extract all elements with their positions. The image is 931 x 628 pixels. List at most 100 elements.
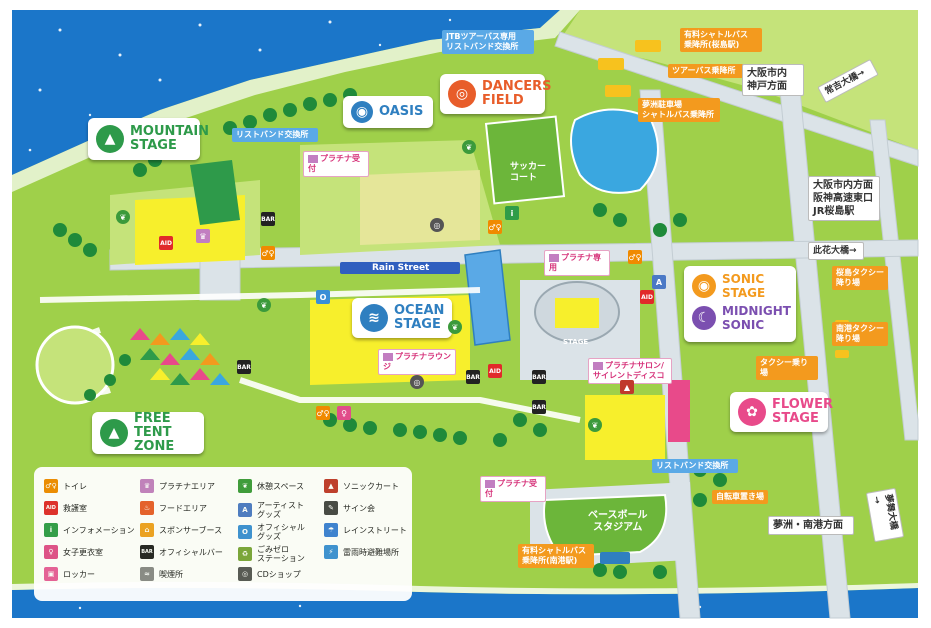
toilet-icon[interactable]: ♂♀ bbox=[628, 250, 642, 264]
oasis-label: OASIS bbox=[379, 104, 424, 119]
midnight-sonic-label: MIDNIGHT SONIC bbox=[722, 304, 791, 332]
sonic-stage-row[interactable]: ◉ SONIC STAGE bbox=[692, 272, 765, 300]
legend-label: ソニックカート bbox=[343, 481, 399, 491]
legend-label: アーティスト グッズ bbox=[257, 501, 305, 519]
legend-label: レインストリート bbox=[343, 525, 407, 535]
cd-shop-icon: ◎ bbox=[238, 567, 252, 581]
legend-label: 救護室 bbox=[63, 503, 87, 513]
legend-item: ⌂スポンサーブース bbox=[140, 523, 222, 537]
rest-space-icon[interactable]: ❦ bbox=[462, 140, 476, 154]
sonic-stage-label: SONIC STAGE bbox=[722, 272, 766, 300]
cd-shop-icon[interactable]: ◎ bbox=[430, 218, 444, 232]
legend-label: 休憩スペース bbox=[257, 481, 305, 491]
locker-icon: ▣ bbox=[44, 567, 58, 581]
legend-label: オフィシャルバー bbox=[159, 547, 223, 557]
legend-item: ☂レインストリート bbox=[324, 523, 407, 537]
mountain-stage-logo-icon: ▲ bbox=[96, 125, 124, 153]
midnight-sonic-row[interactable]: ☾ MIDNIGHT SONIC bbox=[692, 304, 791, 332]
sonic-inner-stage-label: STAGE bbox=[563, 338, 589, 346]
first-aid-icon[interactable]: AID bbox=[488, 364, 502, 378]
oasis-badge[interactable]: ◉ OASIS bbox=[343, 96, 433, 128]
free-tent-zone-badge[interactable]: ▲ FREE TENT ZONE bbox=[92, 412, 204, 454]
yumeshima-parking-label: 夢洲駐車場 シャトルバス乗降所 bbox=[638, 98, 720, 122]
mountain-stage-structure bbox=[190, 160, 240, 225]
dancers-field-logo-icon: ◎ bbox=[448, 80, 476, 108]
first-aid-icon[interactable]: AID bbox=[159, 236, 173, 250]
changing-room-icon[interactable]: ♀ bbox=[337, 406, 351, 420]
official-goods-icon[interactable]: O bbox=[316, 290, 330, 304]
soccer-court-label: サッカー コート bbox=[510, 162, 547, 183]
shelter-icon: ⚡ bbox=[324, 545, 338, 559]
mountain-stage-badge[interactable]: ▲ MOUNTAIN STAGE bbox=[88, 118, 209, 160]
legend-label: サイン会 bbox=[343, 503, 375, 513]
dancers-field-label: DANCERS FIELD bbox=[482, 79, 552, 108]
toilet-icon[interactable]: ♂♀ bbox=[488, 220, 502, 234]
platinum-area-icon bbox=[593, 361, 603, 370]
official-bar-text: BAR bbox=[532, 403, 546, 411]
sonic-cart-icon[interactable]: ▲ bbox=[620, 380, 634, 394]
official-bar-text: BAR bbox=[532, 373, 546, 381]
food-area-icon: ♨ bbox=[140, 501, 154, 515]
konohana-bridge-label: 此花大橋→ bbox=[808, 242, 864, 260]
platinum-salon-text: プラチナサロン/ サイレントディスコ bbox=[593, 361, 665, 380]
ocean-stage-logo-icon: ≋ bbox=[360, 304, 388, 332]
official-bar-icon[interactable]: BAR bbox=[532, 400, 546, 414]
legend-label: トイレ bbox=[63, 481, 87, 491]
sonic-midnight-badge[interactable]: ◉ SONIC STAGE ☾ MIDNIGHT SONIC bbox=[684, 266, 796, 342]
official-bar-icon[interactable]: BAR bbox=[466, 370, 480, 384]
first-aid-icon: AID bbox=[44, 501, 58, 515]
platinum-area-icon bbox=[549, 253, 559, 262]
smoking-icon: ≈ bbox=[140, 567, 154, 581]
platinum-reception-label-1: プラチナ受付 bbox=[303, 151, 369, 177]
information-icon[interactable]: i bbox=[505, 206, 519, 220]
rain-street-label: Rain Street bbox=[372, 263, 430, 273]
baseball-stadium-field bbox=[543, 493, 668, 558]
official-bar-icon[interactable]: BAR bbox=[532, 370, 546, 384]
legend-item: ▲ ソニックカート bbox=[324, 479, 399, 493]
free-tent-zone-label: FREE TENT ZONE bbox=[134, 411, 175, 454]
platinum-area-icon bbox=[308, 154, 318, 163]
sonic-stage-logo-icon: ◉ bbox=[692, 274, 716, 298]
official-bar-icon[interactable]: BAR bbox=[237, 360, 251, 374]
official-bar-icon: BAR bbox=[140, 545, 154, 559]
mountain-stage-label: MOUNTAIN STAGE bbox=[130, 124, 210, 153]
sonic-cart-icon: ▲ bbox=[324, 479, 338, 493]
legend-label: スポンサーブース bbox=[159, 525, 223, 535]
legend-label: インフォメーション bbox=[63, 525, 135, 535]
rest-space-icon[interactable]: ❦ bbox=[257, 298, 271, 312]
road-east-2 bbox=[869, 119, 919, 441]
rest-space-icon[interactable]: ❦ bbox=[588, 418, 602, 432]
platinum-reception-label-2: プラチナ受付 bbox=[480, 476, 546, 502]
official-bar-icon[interactable]: BAR bbox=[261, 212, 275, 226]
legend-label: ごみゼロ ステーション bbox=[257, 545, 305, 563]
legend-label: 女子更衣室 bbox=[63, 547, 103, 557]
platinum-area-icon[interactable]: ♛ bbox=[196, 229, 210, 243]
flower-stage-structure bbox=[668, 380, 690, 442]
sakurajima-taxi-label: 桜島タクシー 降り場 bbox=[832, 266, 888, 290]
cd-shop-icon[interactable]: ◎ bbox=[410, 375, 424, 389]
toilet-icon[interactable]: ♂♀ bbox=[261, 246, 275, 260]
legend-label: ロッカー bbox=[63, 569, 95, 579]
legend-item: AID 救護室 bbox=[44, 501, 87, 515]
rest-space-icon[interactable]: ❦ bbox=[116, 210, 130, 224]
legend-item: ♻ごみゼロ ステーション bbox=[238, 545, 305, 563]
legend-item: ♛プラチナエリア bbox=[140, 479, 215, 493]
soccer-field bbox=[484, 115, 566, 205]
legend-item: ♀女子更衣室 bbox=[44, 545, 103, 559]
toilet-icon[interactable]: ♂♀ bbox=[316, 406, 330, 420]
wristband-exchange-label-2: リストバンド交換所 bbox=[652, 459, 738, 473]
dancers-field-badge[interactable]: ◎ DANCERS FIELD bbox=[440, 74, 552, 114]
ocean-stage-badge[interactable]: ≋ OCEAN STAGE bbox=[352, 298, 452, 338]
tourbus-label: ツアーバス乗降所 bbox=[668, 64, 744, 78]
platinum-lounge-label: プラチナラウンジ bbox=[378, 349, 456, 375]
flower-stage-badge[interactable]: ✿ FLOWER STAGE bbox=[730, 392, 833, 432]
free-tent-logo-icon: ▲ bbox=[100, 419, 128, 447]
first-aid-icon[interactable]: AID bbox=[640, 290, 654, 304]
flower-stage-logo-icon: ✿ bbox=[738, 398, 766, 426]
rest-space-icon[interactable]: ❦ bbox=[448, 320, 462, 334]
taxi-ride-label: タクシー乗り場 bbox=[756, 356, 818, 380]
artist-goods-icon[interactable]: A bbox=[652, 275, 666, 289]
platinum-reception-text-2: プラチナ受付 bbox=[485, 479, 537, 498]
